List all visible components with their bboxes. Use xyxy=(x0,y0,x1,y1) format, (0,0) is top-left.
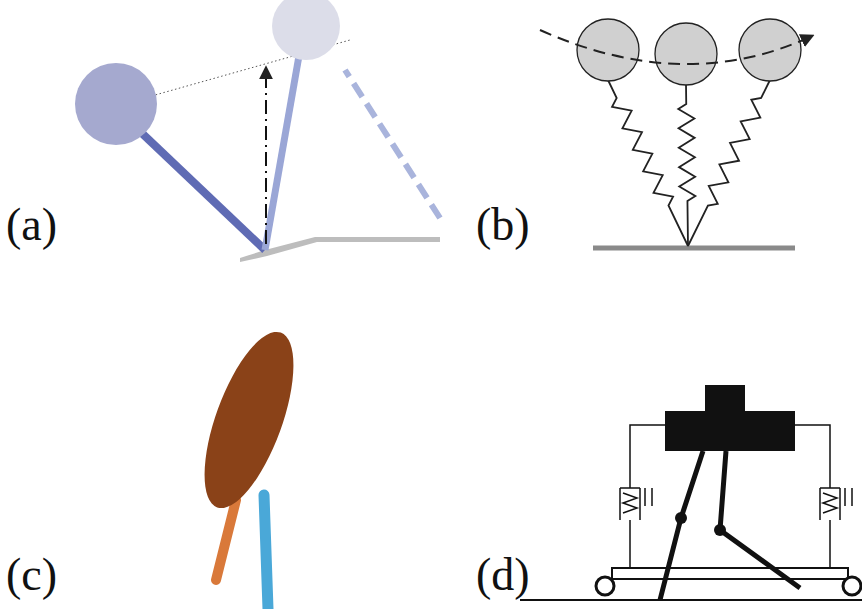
spring-symbol xyxy=(688,80,770,246)
panel-label: (d) xyxy=(476,552,530,598)
panel-label: (a) xyxy=(6,202,57,248)
spring-symbol xyxy=(608,80,688,246)
panel-label: (c) xyxy=(6,552,57,598)
pendulum-figure xyxy=(75,0,440,262)
body-legs-figure xyxy=(186,321,312,609)
spring-symbol xyxy=(678,84,695,246)
spring-mass-figure xyxy=(540,19,812,248)
biped-cart-figure xyxy=(520,385,862,600)
panel-label: (b) xyxy=(476,202,530,248)
